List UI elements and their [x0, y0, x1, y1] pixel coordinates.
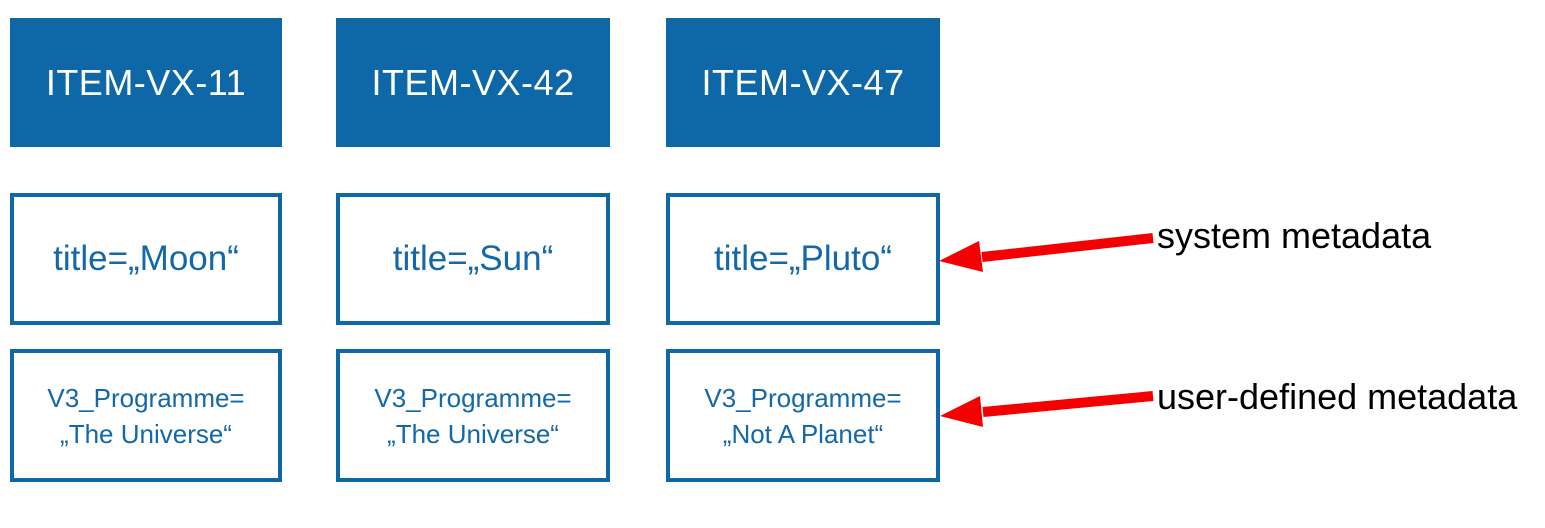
annotation-user-defined-metadata: user-defined metadata — [1157, 376, 1518, 417]
system-metadata-value-1: title=„Moon“ — [53, 239, 239, 278]
user-metadata-value-2: „The Universe“ — [387, 418, 559, 449]
system-metadata-value-3: title=„Pluto“ — [714, 239, 892, 278]
user-metadata-box-1: V3_Programme= „The Universe“ — [10, 349, 282, 482]
system-metadata-value-2: title=„Sun“ — [392, 239, 554, 278]
red-arrow-user-defined-metadata — [940, 391, 1154, 427]
item-header-2: ITEM-VX-42 — [336, 18, 610, 147]
user-metadata-key-1: V3_Programme= — [47, 382, 245, 413]
user-metadata-key-2: V3_Programme= — [374, 382, 572, 413]
user-metadata-key-3: V3_Programme= — [704, 382, 902, 413]
user-metadata-box-2: V3_Programme= „The Universe“ — [336, 349, 610, 482]
system-metadata-box-3: title=„Pluto“ — [666, 193, 940, 325]
user-metadata-value-3: „Not A Planet“ — [722, 418, 884, 449]
red-arrow-system-metadata — [939, 233, 1154, 272]
system-metadata-box-2: title=„Sun“ — [336, 193, 610, 325]
annotation-system-metadata: system metadata — [1157, 215, 1432, 256]
system-metadata-box-1: title=„Moon“ — [10, 193, 282, 325]
user-metadata-value-1: „The Universe“ — [60, 418, 232, 449]
user-metadata-box-3: V3_Programme= „Not A Planet“ — [666, 349, 940, 482]
item-header-1: ITEM-VX-11 — [10, 18, 282, 147]
item-header-3: ITEM-VX-47 — [666, 18, 940, 147]
